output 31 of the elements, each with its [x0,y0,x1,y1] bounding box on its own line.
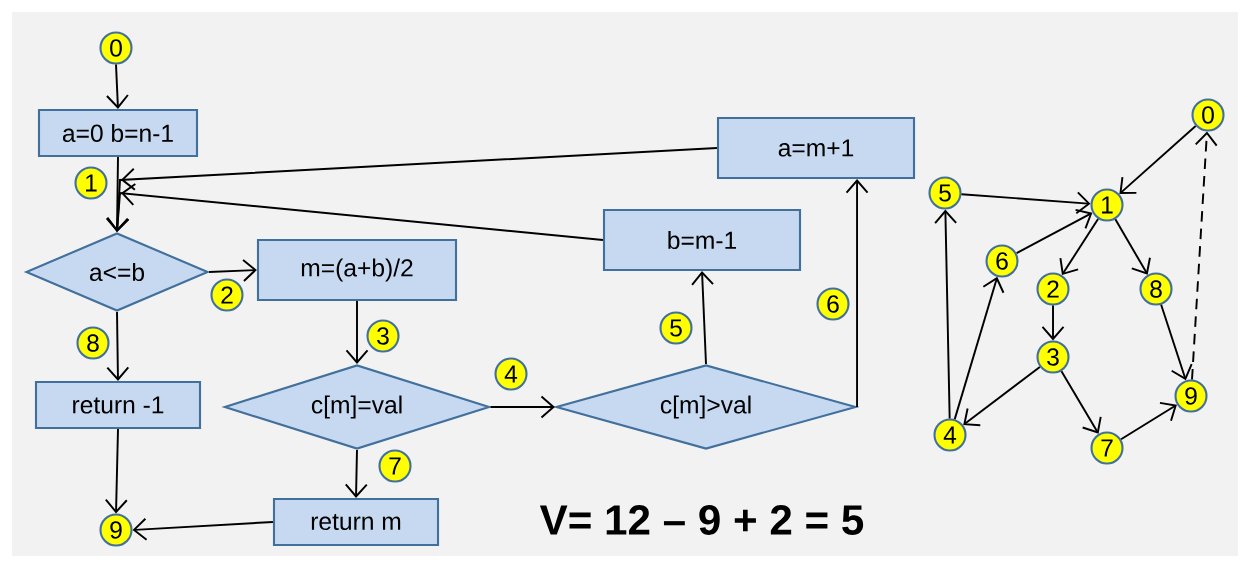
arrow [208,259,257,282]
arrow [345,300,369,364]
arrow [104,428,128,514]
arrow [1191,131,1218,381]
arrow [105,63,129,109]
arrow [344,449,368,498]
arrow [963,366,1041,427]
arrow [960,191,1091,215]
arrow [953,276,1005,421]
arrow [106,183,604,241]
process-box: b=m-1 [602,208,802,272]
process-box: m=(a+b)/2 [256,238,458,302]
arrow [1160,303,1193,381]
arrow [1120,401,1177,441]
arrow [691,271,715,365]
arrow [1059,217,1100,276]
arrow [1060,370,1102,434]
process-box: return m [272,497,440,547]
arrow [1114,218,1151,275]
arrow [934,209,958,420]
process-box: a=0 b=n-1 [37,108,199,158]
arrow [1119,125,1197,194]
process-box: return -1 [34,380,202,430]
arrow [132,517,274,541]
arrow [845,179,869,408]
process-box: a=m+1 [716,116,916,180]
arrow [489,395,555,419]
arrow [1015,208,1093,255]
arrow [106,311,130,381]
arrow [1041,304,1065,341]
equation-text: V= 12 – 9 + 2 = 5 [539,505,864,535]
